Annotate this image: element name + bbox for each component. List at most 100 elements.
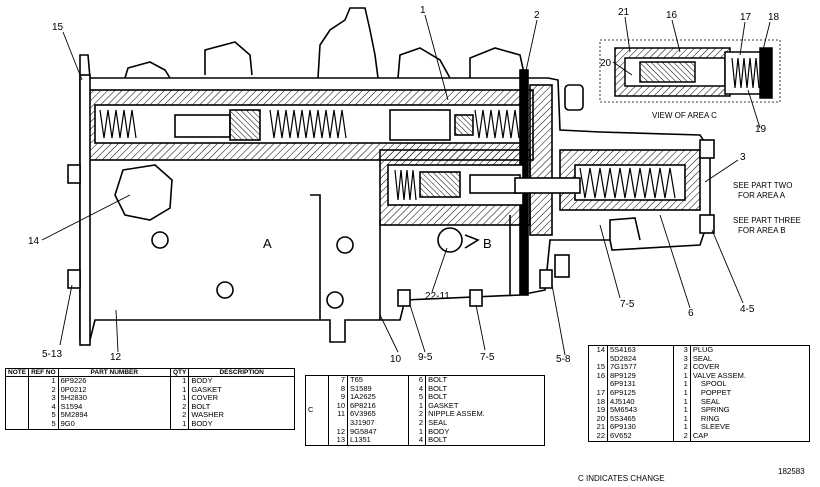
description-cell: GASKET xyxy=(428,400,459,410)
callout-3: 3 xyxy=(740,152,746,163)
part-number-cell: 5M2894 xyxy=(58,411,171,420)
part-number-cell: 3J1907 xyxy=(347,418,410,428)
qty-cell: 1 xyxy=(673,388,691,398)
ref-cell: 15 xyxy=(588,363,608,372)
description-cell: COVER xyxy=(692,362,720,372)
header-ref-no: REF NO xyxy=(28,368,59,377)
callout-18: 18 xyxy=(768,12,780,23)
ref-cell: 4 xyxy=(28,402,59,412)
qty-cell: 2 xyxy=(408,410,427,419)
qty-cell: 2 xyxy=(170,411,190,420)
qty-cell: 1 xyxy=(673,397,691,407)
part-number-cell: 5S3465 xyxy=(607,414,674,424)
note-cell xyxy=(5,402,30,412)
part-number-cell: 6P9130 xyxy=(607,423,674,432)
qty-cell: 2 xyxy=(673,431,691,442)
qty-cell: 5 xyxy=(408,393,427,402)
qty-cell: 1 xyxy=(170,385,190,395)
part-number-cell: 5D2824 xyxy=(607,354,674,364)
callout-22-11: 22-11 xyxy=(425,291,450,302)
ref-cell: 9 xyxy=(328,393,348,402)
part-number-cell: 6P9131 xyxy=(607,380,674,389)
note-cell xyxy=(5,376,30,386)
see-part-three-line2: FOR AREA B xyxy=(738,226,786,235)
callout-12: 12 xyxy=(110,352,122,363)
ref-cell xyxy=(588,380,608,389)
description-cell: GASKET xyxy=(191,384,222,394)
part-number-cell: 6P8216 xyxy=(347,401,410,411)
qty-cell: 2 xyxy=(170,402,190,412)
qty-cell: 1 xyxy=(673,380,691,389)
qty-cell: 1 xyxy=(170,394,190,403)
description-cell: BODY xyxy=(191,418,213,428)
parts-table-left: NOTE REF NO PART NUMBER QTY DESCRIPTION … xyxy=(5,368,295,430)
part-number-cell: 6V652 xyxy=(607,431,674,442)
ref-cell: 20 xyxy=(588,414,608,424)
qty-cell: 1 xyxy=(673,406,691,415)
description-cell: BODY xyxy=(191,376,213,385)
ref-cell: 11 xyxy=(328,410,348,419)
ref-cell: 7 xyxy=(328,375,348,385)
valve-cross-section-diagram: 15 1 2 21 16 17 18 20 19 3 14 22-11 7-5 … xyxy=(28,5,801,365)
part-number-cell: S1589 xyxy=(347,384,410,394)
qty-cell: 2 xyxy=(673,363,691,372)
qty-cell: 1 xyxy=(170,376,190,386)
part-number-cell: 7G1577 xyxy=(607,363,674,372)
ref-cell: 13 xyxy=(328,435,348,446)
callout-20: 20 xyxy=(600,58,612,69)
qty-cell: 1 xyxy=(408,401,427,411)
qty-cell: 1 xyxy=(408,427,427,437)
ref-cell xyxy=(328,418,348,428)
note-cell xyxy=(5,385,30,395)
callout-6: 6 xyxy=(688,308,694,319)
callout-15: 15 xyxy=(52,22,64,33)
see-part-two-line2: FOR AREA A xyxy=(738,191,786,200)
ref-cell: 2 xyxy=(28,385,59,395)
header-qty: QTY xyxy=(170,368,190,377)
callout-10: 10 xyxy=(390,354,402,365)
ref-cell: 1 xyxy=(28,376,59,386)
description-cell: NIPPLE ASSEM. xyxy=(428,409,485,419)
description-cell: BOLT xyxy=(191,401,211,411)
area-a-label: A xyxy=(263,236,272,251)
qty-cell: 3 xyxy=(673,354,691,364)
callout-19: 19 xyxy=(755,124,767,135)
ref-cell: 5 xyxy=(28,419,59,430)
part-number-cell: 5H2830 xyxy=(58,394,171,403)
description-cell: WASHER xyxy=(191,410,224,420)
part-number-cell: 8P9129 xyxy=(607,371,674,381)
callout-17: 17 xyxy=(740,12,752,23)
ref-cell: 16 xyxy=(588,371,608,381)
callout-4-5: 4-5 xyxy=(740,304,755,315)
ref-cell: 10 xyxy=(328,401,348,411)
part-number-cell: L1351 xyxy=(347,435,410,446)
qty-cell: 1 xyxy=(673,414,691,424)
description-cell: COVER xyxy=(191,393,218,403)
qty-cell: 1 xyxy=(673,371,691,381)
parts-table-header: NOTE REF NO PART NUMBER QTY DESCRIPTION xyxy=(5,368,295,377)
note-cell xyxy=(5,394,30,403)
diagram-notes: VIEW OF AREA C SEE PART TWO FOR AREA A S… xyxy=(652,111,801,235)
part-number-cell: 6P9226 xyxy=(58,376,171,386)
description-cell: SEAL xyxy=(692,353,713,363)
